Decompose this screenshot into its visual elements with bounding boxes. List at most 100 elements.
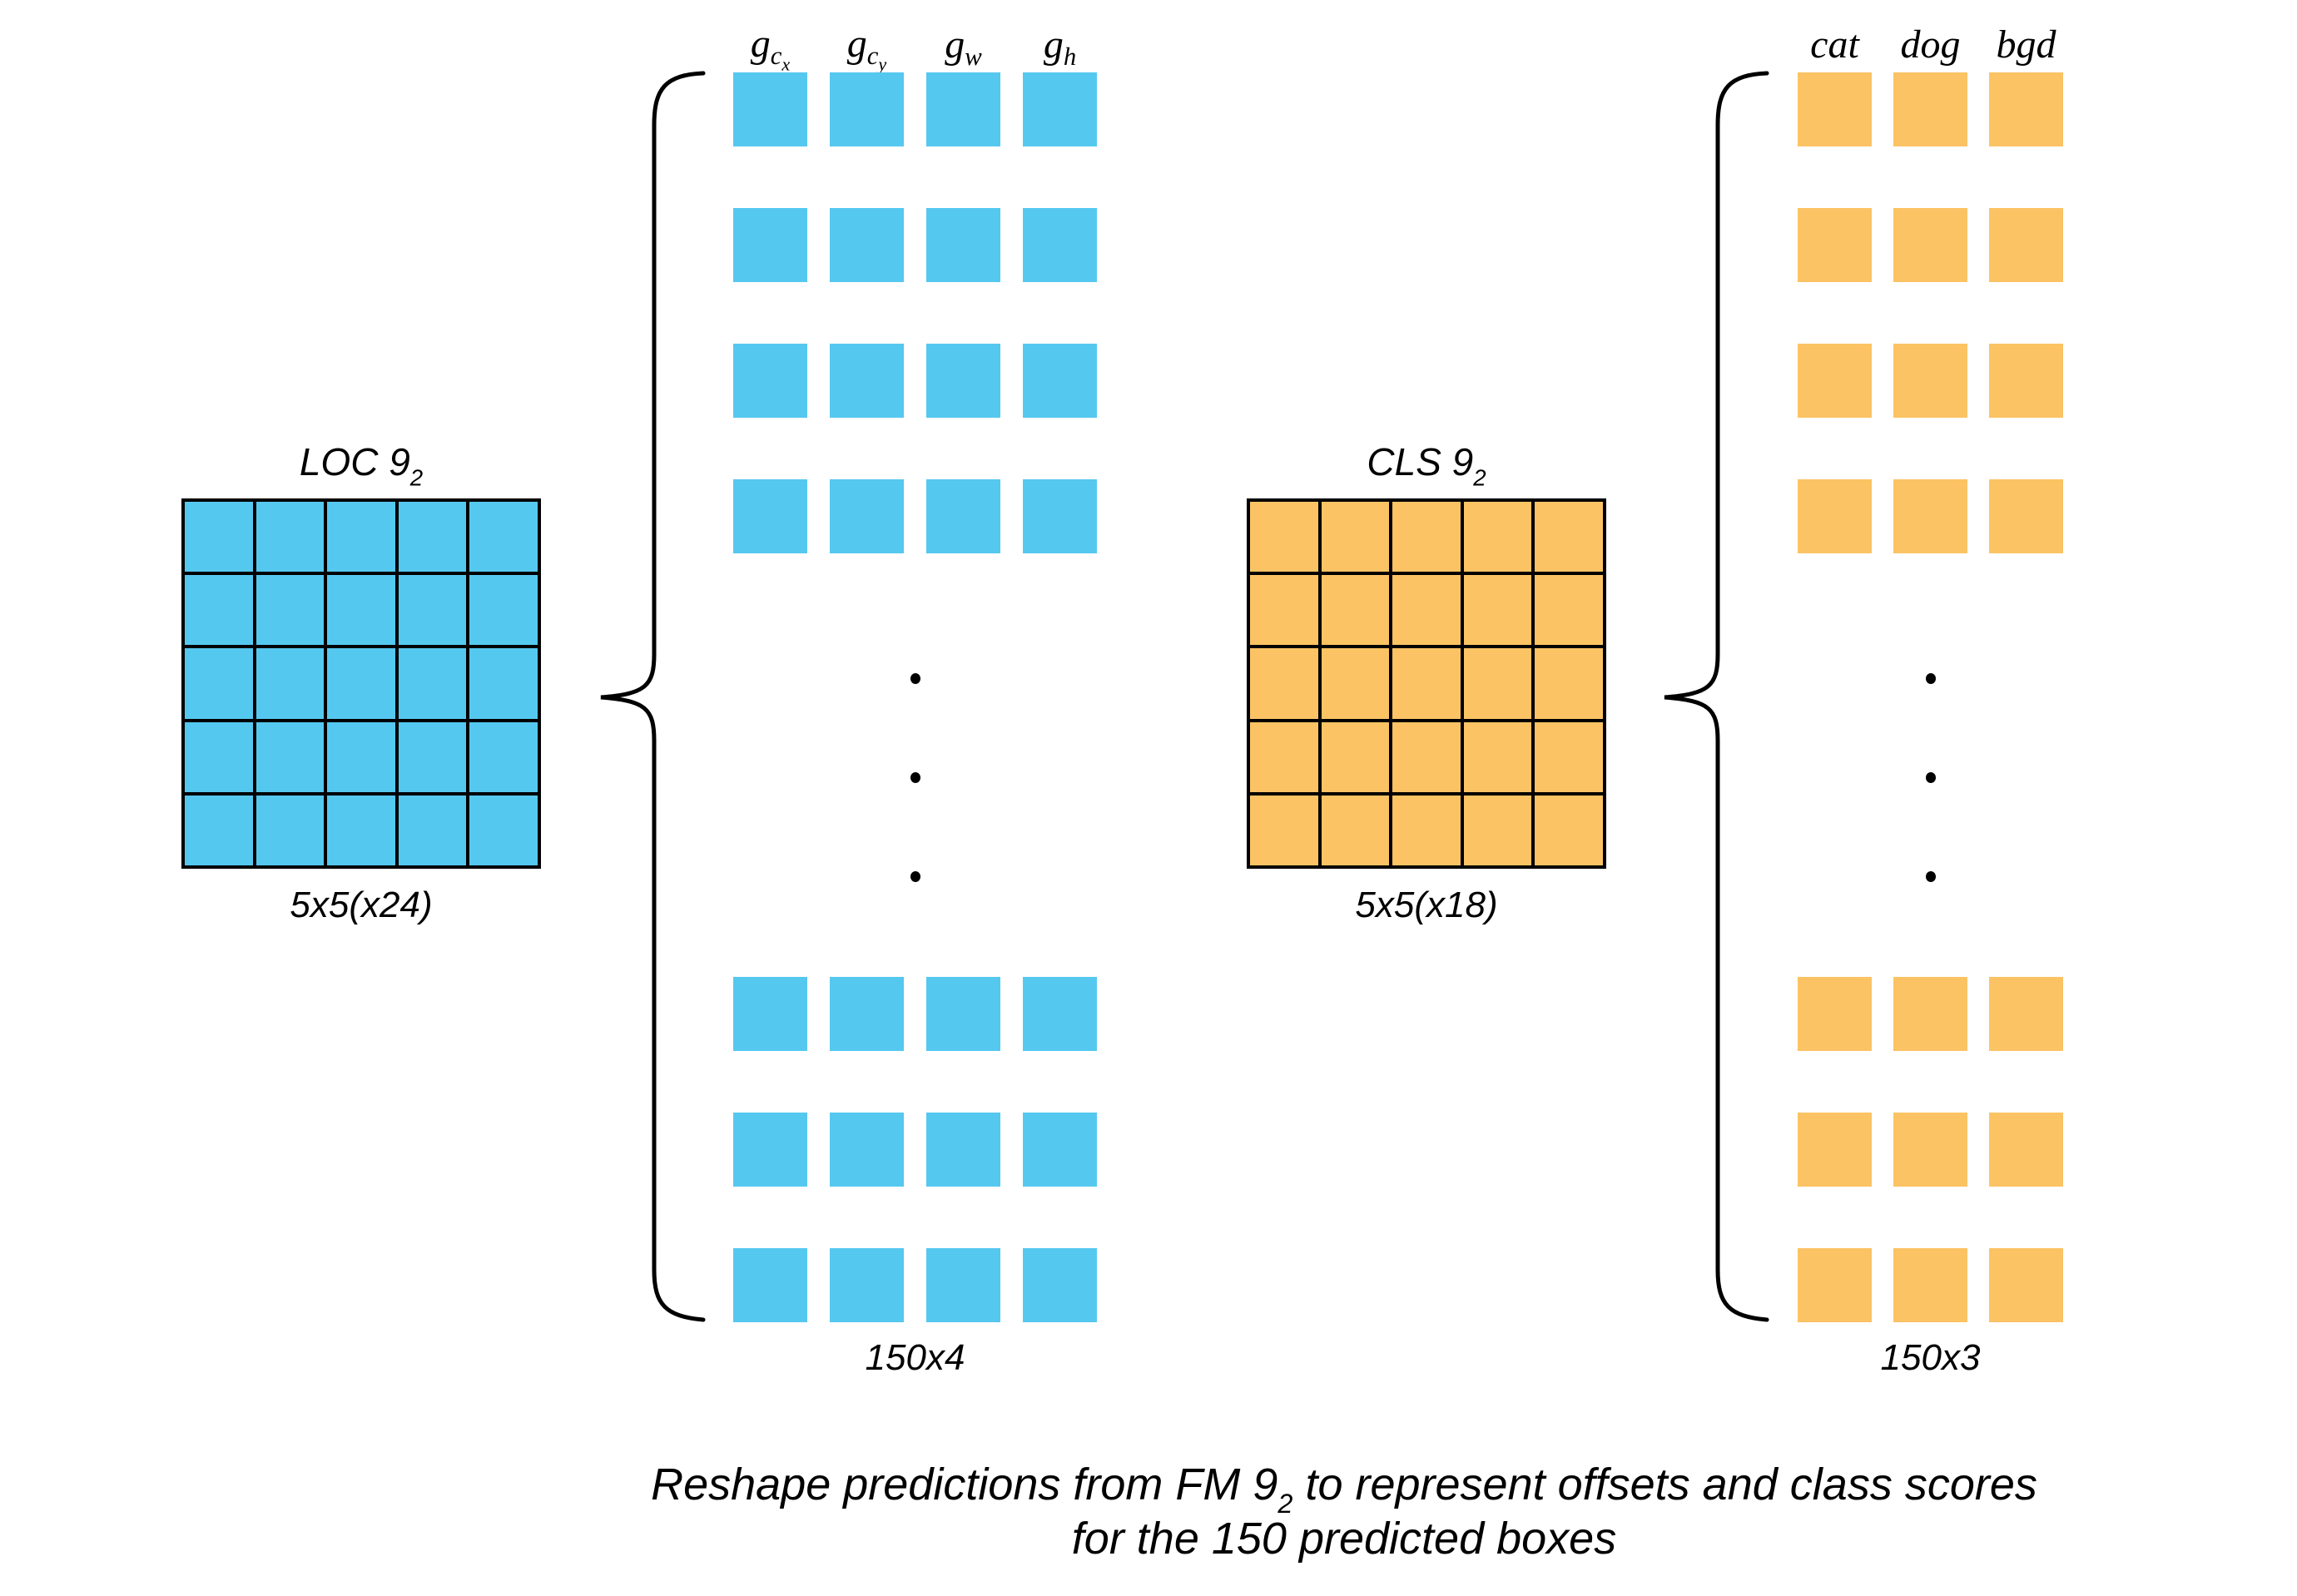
figure-caption: Reshape predictions from FM 92 to repres… — [483, 1458, 2205, 1566]
grid-cell — [1535, 648, 1603, 719]
matrix-row — [733, 72, 1097, 146]
grid-cell — [398, 648, 467, 719]
grid-cell — [398, 575, 467, 646]
ellipsis-dot — [1925, 673, 1936, 684]
grid-cell — [1535, 795, 1603, 865]
caption-line-1-subscript: 2 — [1277, 1489, 1293, 1519]
grid-cell — [1392, 795, 1461, 865]
matrix-row — [733, 208, 1097, 282]
grid-cell — [1463, 795, 1532, 865]
matrix-square — [1893, 1248, 1967, 1322]
ellipsis-dot — [910, 772, 920, 783]
left-matrix-caption: 150x4 — [865, 1337, 965, 1378]
matrix-row — [733, 479, 1097, 553]
grid-cell — [185, 648, 253, 719]
column-header: gw — [926, 25, 1000, 72]
header-base: g — [1043, 22, 1064, 67]
grid-cell — [255, 502, 325, 572]
right-reshaped-matrix — [1798, 72, 2063, 1384]
loc-feature-map-grid — [181, 498, 541, 869]
grid-cell — [1392, 502, 1461, 572]
matrix-row — [1798, 1248, 2063, 1322]
grid-cell — [469, 721, 538, 792]
matrix-square — [830, 1113, 904, 1187]
grid-cell — [1392, 648, 1461, 719]
header-subscript: cx — [770, 42, 791, 75]
caption-line-1-post: to represent offsets and class scores — [1292, 1460, 2037, 1509]
matrix-ellipsis — [733, 615, 1097, 977]
matrix-square — [733, 344, 807, 418]
right-brace — [1664, 71, 1769, 1322]
right-matrix-caption: 150x3 — [1880, 1337, 1981, 1378]
grid-cell — [1321, 502, 1390, 572]
grid-cell — [327, 502, 395, 572]
matrix-square — [830, 72, 904, 146]
ellipsis-dot — [910, 871, 920, 882]
matrix-square — [926, 1248, 1000, 1322]
matrix-square — [1798, 1113, 1872, 1187]
matrix-row — [733, 1113, 1097, 1187]
loc-size-label: 5x5(x24) — [290, 885, 433, 925]
matrix-square — [1893, 479, 1967, 553]
matrix-square — [733, 72, 807, 146]
grid-cell — [1250, 795, 1318, 865]
loc-grid-title: LOC 92 — [181, 440, 541, 489]
matrix-square — [1989, 479, 2063, 553]
grid-cell — [1463, 575, 1532, 646]
grid-cell — [1250, 502, 1318, 572]
grid-cell — [255, 648, 325, 719]
grid-cell — [1321, 721, 1390, 792]
grid-cell — [1250, 721, 1318, 792]
grid-cell — [327, 575, 395, 646]
grid-cell — [255, 721, 325, 792]
ellipsis-dot — [1925, 871, 1936, 882]
grid-cell — [1535, 502, 1603, 572]
column-header: dog — [1893, 25, 1967, 68]
matrix-square — [926, 479, 1000, 553]
matrix-square — [1798, 977, 1872, 1051]
grid-cell — [327, 648, 395, 719]
grid-cell — [1321, 575, 1390, 646]
matrix-row — [1798, 479, 2063, 553]
matrix-bottom-rows — [1798, 977, 2063, 1322]
matrix-square — [733, 1248, 807, 1322]
matrix-square — [733, 479, 807, 553]
matrix-square — [926, 344, 1000, 418]
matrix-row — [733, 1248, 1097, 1322]
matrix-square — [1989, 344, 2063, 418]
matrix-square — [733, 1113, 807, 1187]
grid-cell — [255, 575, 325, 646]
header-subscript: w — [965, 42, 982, 72]
grid-cell — [398, 721, 467, 792]
matrix-square — [1989, 208, 2063, 282]
matrix-square — [830, 977, 904, 1051]
grid-cell — [1463, 648, 1532, 719]
caption-line-1: Reshape predictions from FM 92 to repres… — [483, 1458, 2205, 1517]
grid-cell — [398, 502, 467, 572]
grid-cell — [185, 502, 253, 572]
grid-cell — [185, 721, 253, 792]
matrix-square — [830, 479, 904, 553]
grid-cell — [185, 575, 253, 646]
grid-cell — [1463, 721, 1532, 792]
matrix-row — [1798, 1113, 2063, 1187]
matrix-square — [1023, 72, 1097, 146]
matrix-square — [733, 208, 807, 282]
cls-title-subscript: 2 — [1473, 464, 1486, 491]
header-subsubscript: x — [781, 54, 791, 75]
grid-cell — [1392, 721, 1461, 792]
matrix-square — [1023, 208, 1097, 282]
matrix-square — [733, 977, 807, 1051]
grid-cell — [1392, 575, 1461, 646]
loc-title-text: LOC 9 — [299, 440, 410, 483]
matrix-square — [830, 1248, 904, 1322]
caption-line-2: for the 150 predicted boxes — [1071, 1513, 1617, 1564]
matrix-square — [926, 208, 1000, 282]
matrix-square — [926, 1113, 1000, 1187]
matrix-row — [1798, 977, 2063, 1051]
grid-cell — [185, 795, 253, 865]
grid-cell — [327, 721, 395, 792]
matrix-square — [1989, 1113, 2063, 1187]
